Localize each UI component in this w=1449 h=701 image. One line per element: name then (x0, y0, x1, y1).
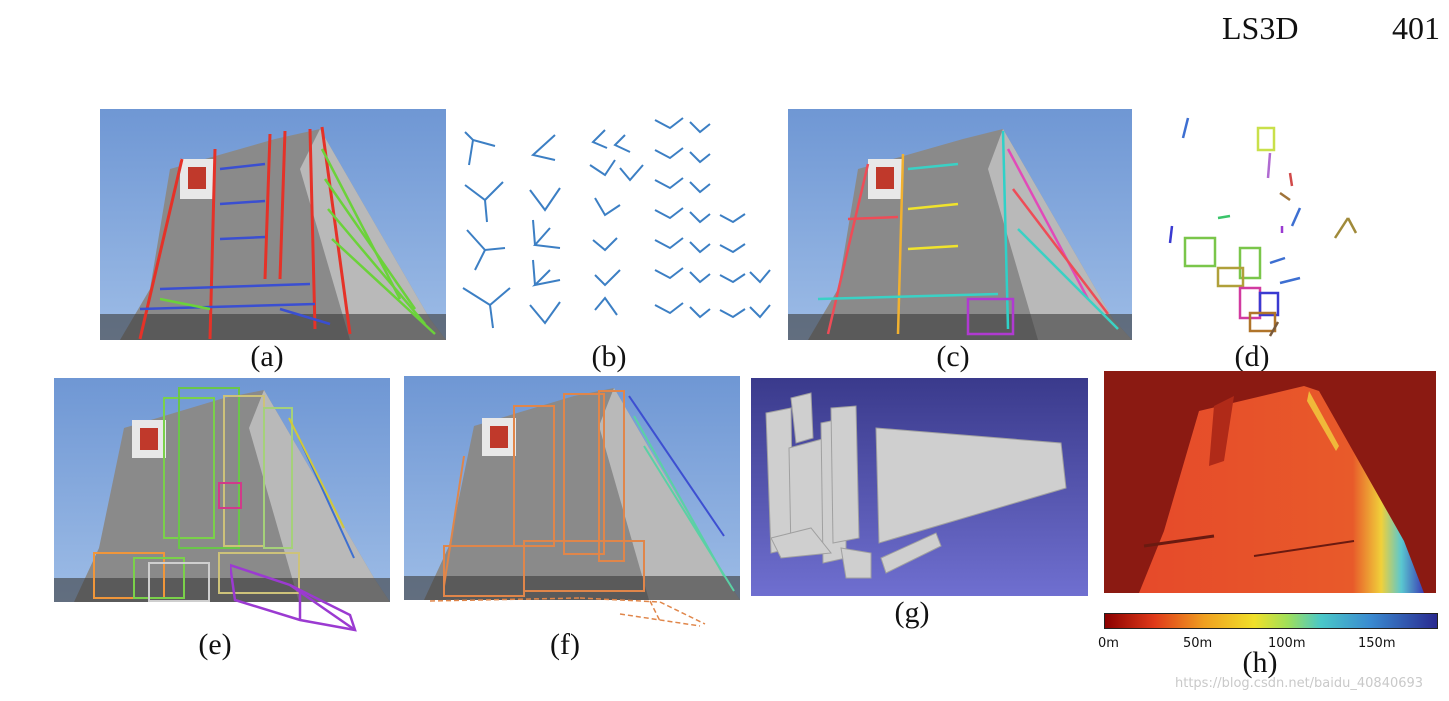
colorbar-label-2: 100m (1268, 636, 1306, 651)
depth-colorbar (1104, 613, 1438, 629)
running-title: LS3D (1222, 10, 1299, 46)
caption-d: (d) (1234, 340, 1270, 373)
panel-e-overflow-box (230, 560, 360, 635)
caption-h: (h) (1242, 646, 1278, 679)
panel-c-image (788, 109, 1132, 340)
page-number: 401 (1392, 10, 1440, 46)
panel-e-image (54, 378, 390, 602)
colorbar-label-1: 50m (1183, 636, 1213, 651)
watermark-text: https://blog.csdn.net/baidu_40840693 (1175, 676, 1424, 691)
panel-g-3d-model (751, 378, 1088, 596)
caption-e: (e) (198, 628, 232, 661)
panel-f-dashed-ground (420, 596, 710, 631)
caption-g: (g) (894, 596, 930, 629)
caption-f: (f) (550, 628, 580, 661)
panel-a-image (100, 109, 446, 340)
caption-c: (c) (936, 340, 970, 373)
colorbar-label-3: 150m (1358, 636, 1396, 651)
panel-b-templates (455, 110, 775, 335)
panel-h-depth-map (1104, 371, 1436, 593)
caption-a: (a) (250, 340, 284, 373)
panel-d-3d-lines (1150, 108, 1380, 343)
caption-b: (b) (591, 340, 627, 373)
panel-f-image (404, 376, 740, 600)
colorbar-label-0: 0m (1098, 636, 1119, 651)
